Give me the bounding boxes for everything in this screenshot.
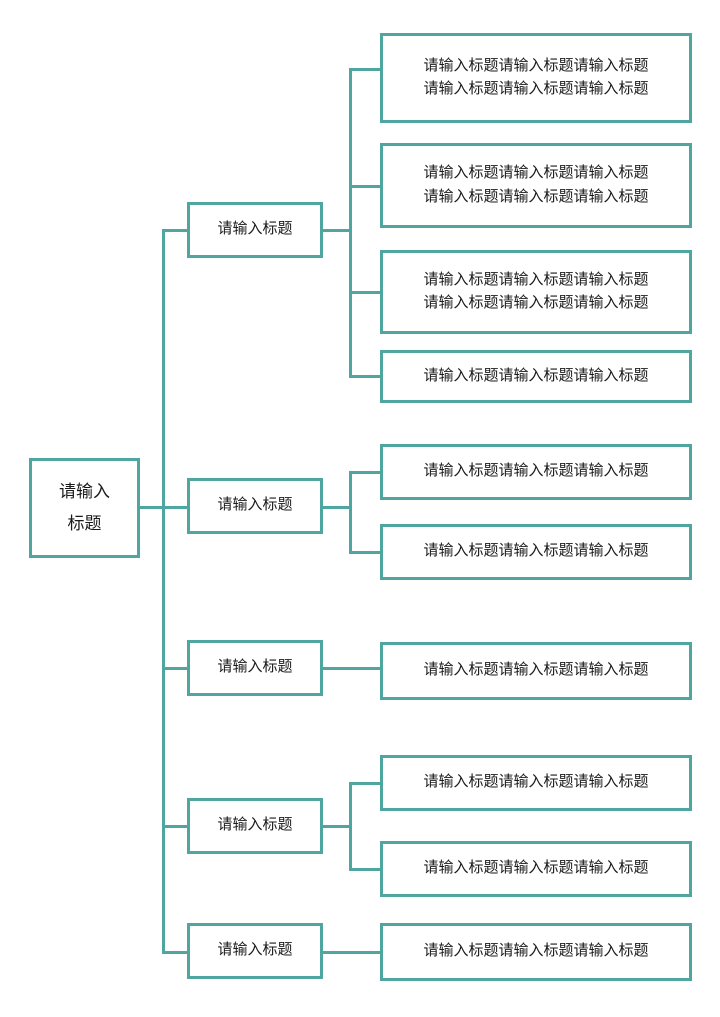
- connector-subtrunk-1-to-leaf-2: [349, 185, 381, 188]
- leaf-node-1-2[interactable]: 请输入标题请输入标题请输入标题 请输入标题请输入标题请输入标题: [380, 143, 692, 228]
- branch-node-2-label: 请输入标题: [217, 497, 293, 514]
- connector-subtrunk-4-to-leaf-1: [349, 782, 381, 785]
- connector-root-to-trunk: [140, 506, 165, 509]
- connector-subtrunk-1-to-leaf-1: [349, 68, 381, 71]
- connector-trunk-to-branch-5: [162, 951, 189, 954]
- leaf-node-1-2-label: 请输入标题请输入标题请输入标题 请输入标题请输入标题请输入标题: [423, 165, 649, 205]
- leaf-node-1-4[interactable]: 请输入标题请输入标题请输入标题: [380, 350, 692, 403]
- connector-subtrunk-4-to-leaf-2: [349, 868, 381, 871]
- branch-node-4[interactable]: 请输入标题: [187, 798, 323, 854]
- connector-trunk-to-branch-3: [162, 667, 189, 670]
- leaf-node-1-3[interactable]: 请输入标题请输入标题请输入标题 请输入标题请输入标题请输入标题: [380, 250, 692, 334]
- leaf-node-1-3-label: 请输入标题请输入标题请输入标题 请输入标题请输入标题请输入标题: [423, 271, 649, 311]
- branch-node-3-label: 请输入标题: [217, 659, 293, 676]
- connector-trunk-to-branch-2: [162, 506, 189, 509]
- connector-trunk-to-branch-4: [162, 825, 189, 828]
- branch-node-1-label: 请输入标题: [217, 221, 293, 238]
- leaf-node-1-4-label: 请输入标题请输入标题请输入标题: [423, 367, 649, 384]
- leaf-node-4-2-label: 请输入标题请输入标题请输入标题: [423, 860, 649, 877]
- connector-subtrunk-2-to-leaf-1: [349, 471, 381, 474]
- leaf-node-2-2-label: 请输入标题请输入标题请输入标题: [423, 543, 649, 560]
- branch-node-4-label: 请输入标题: [217, 817, 293, 834]
- branch-node-2[interactable]: 请输入标题: [187, 478, 323, 534]
- connector-branch-1-to-subtrunk: [322, 229, 351, 232]
- leaf-node-3-1[interactable]: 请输入标题请输入标题请输入标题: [380, 642, 692, 700]
- leaf-node-2-1[interactable]: 请输入标题请输入标题请输入标题: [380, 444, 692, 500]
- connector-trunk-to-branch-1: [162, 229, 189, 232]
- connector-main-trunk: [162, 229, 165, 954]
- connector-branch-5-to-leaf-1: [322, 951, 381, 954]
- leaf-node-4-1-label: 请输入标题请输入标题请输入标题: [423, 774, 649, 791]
- connector-subtrunk-1: [349, 68, 352, 378]
- root-node[interactable]: 请输入 标题: [29, 458, 140, 558]
- branch-node-5-label: 请输入标题: [217, 942, 293, 959]
- branch-node-3[interactable]: 请输入标题: [187, 640, 323, 696]
- leaf-node-1-1[interactable]: 请输入标题请输入标题请输入标题 请输入标题请输入标题请输入标题: [380, 33, 692, 123]
- connector-branch-2-to-subtrunk: [322, 506, 351, 509]
- connector-subtrunk-2: [349, 471, 352, 554]
- connector-subtrunk-1-to-leaf-3: [349, 291, 381, 294]
- leaf-node-1-1-label: 请输入标题请输入标题请输入标题 请输入标题请输入标题请输入标题: [423, 57, 649, 97]
- root-node-label: 请输入 标题: [59, 481, 110, 533]
- connector-subtrunk-4: [349, 782, 352, 871]
- branch-node-1[interactable]: 请输入标题: [187, 202, 323, 258]
- leaf-node-5-1[interactable]: 请输入标题请输入标题请输入标题: [380, 923, 692, 981]
- leaf-node-2-1-label: 请输入标题请输入标题请输入标题: [423, 463, 649, 480]
- leaf-node-3-1-label: 请输入标题请输入标题请输入标题: [423, 662, 649, 679]
- leaf-node-4-1[interactable]: 请输入标题请输入标题请输入标题: [380, 755, 692, 811]
- connector-branch-4-to-subtrunk: [322, 825, 351, 828]
- connector-subtrunk-1-to-leaf-4: [349, 375, 381, 378]
- leaf-node-5-1-label: 请输入标题请输入标题请输入标题: [423, 943, 649, 960]
- leaf-node-4-2[interactable]: 请输入标题请输入标题请输入标题: [380, 841, 692, 897]
- connector-subtrunk-2-to-leaf-2: [349, 551, 381, 554]
- leaf-node-2-2[interactable]: 请输入标题请输入标题请输入标题: [380, 524, 692, 580]
- branch-node-5[interactable]: 请输入标题: [187, 923, 323, 979]
- connector-branch-3-to-leaf-1: [322, 667, 381, 670]
